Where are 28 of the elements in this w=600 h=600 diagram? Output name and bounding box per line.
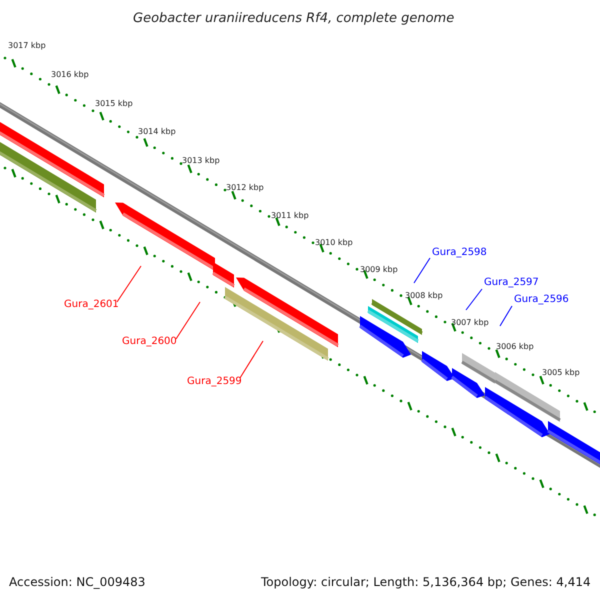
tick-label: 3008 kbp — [405, 292, 443, 300]
tick-label: 3017 kbp — [8, 42, 46, 50]
gene-label: Gura_2600 — [122, 337, 177, 347]
genome-stats-text: Topology: circular; Length: 5,136,364 bp; Genes: 4,414 — [261, 576, 591, 588]
leader-line — [500, 306, 512, 326]
tick-label: 3016 kbp — [51, 71, 89, 79]
gene-label: Gura_2601 — [64, 300, 119, 310]
tick-label: 3009 kbp — [360, 266, 398, 274]
tick-label: 3013 kbp — [182, 157, 220, 165]
leader-line — [466, 288, 482, 310]
accession-text: Accession: NC_009483 — [9, 576, 146, 588]
gene-label: Gura_2598 — [432, 248, 487, 258]
gene-label: Gura_2599 — [187, 377, 242, 387]
gene-label: Gura_2596 — [514, 295, 569, 305]
leader-line — [240, 340, 264, 378]
leader-line — [116, 266, 142, 302]
tick-label: 3005 kbp — [542, 369, 580, 377]
tick-label: 3014 kbp — [138, 128, 176, 136]
tick-label: 3012 kbp — [226, 184, 264, 192]
gene-label: Gura_2597 — [484, 278, 539, 288]
leader-line — [176, 302, 200, 340]
title: Geobacter uraniireducens Rf4, complete genome — [133, 12, 454, 25]
tick-label: 3015 kbp — [95, 100, 133, 108]
tick-label: 3007 kbp — [451, 319, 489, 327]
tick-label: 3010 kbp — [315, 239, 353, 247]
leader-line — [414, 258, 430, 284]
tick-label: 3011 kbp — [271, 212, 309, 220]
tick-label: 3006 kbp — [496, 343, 534, 351]
